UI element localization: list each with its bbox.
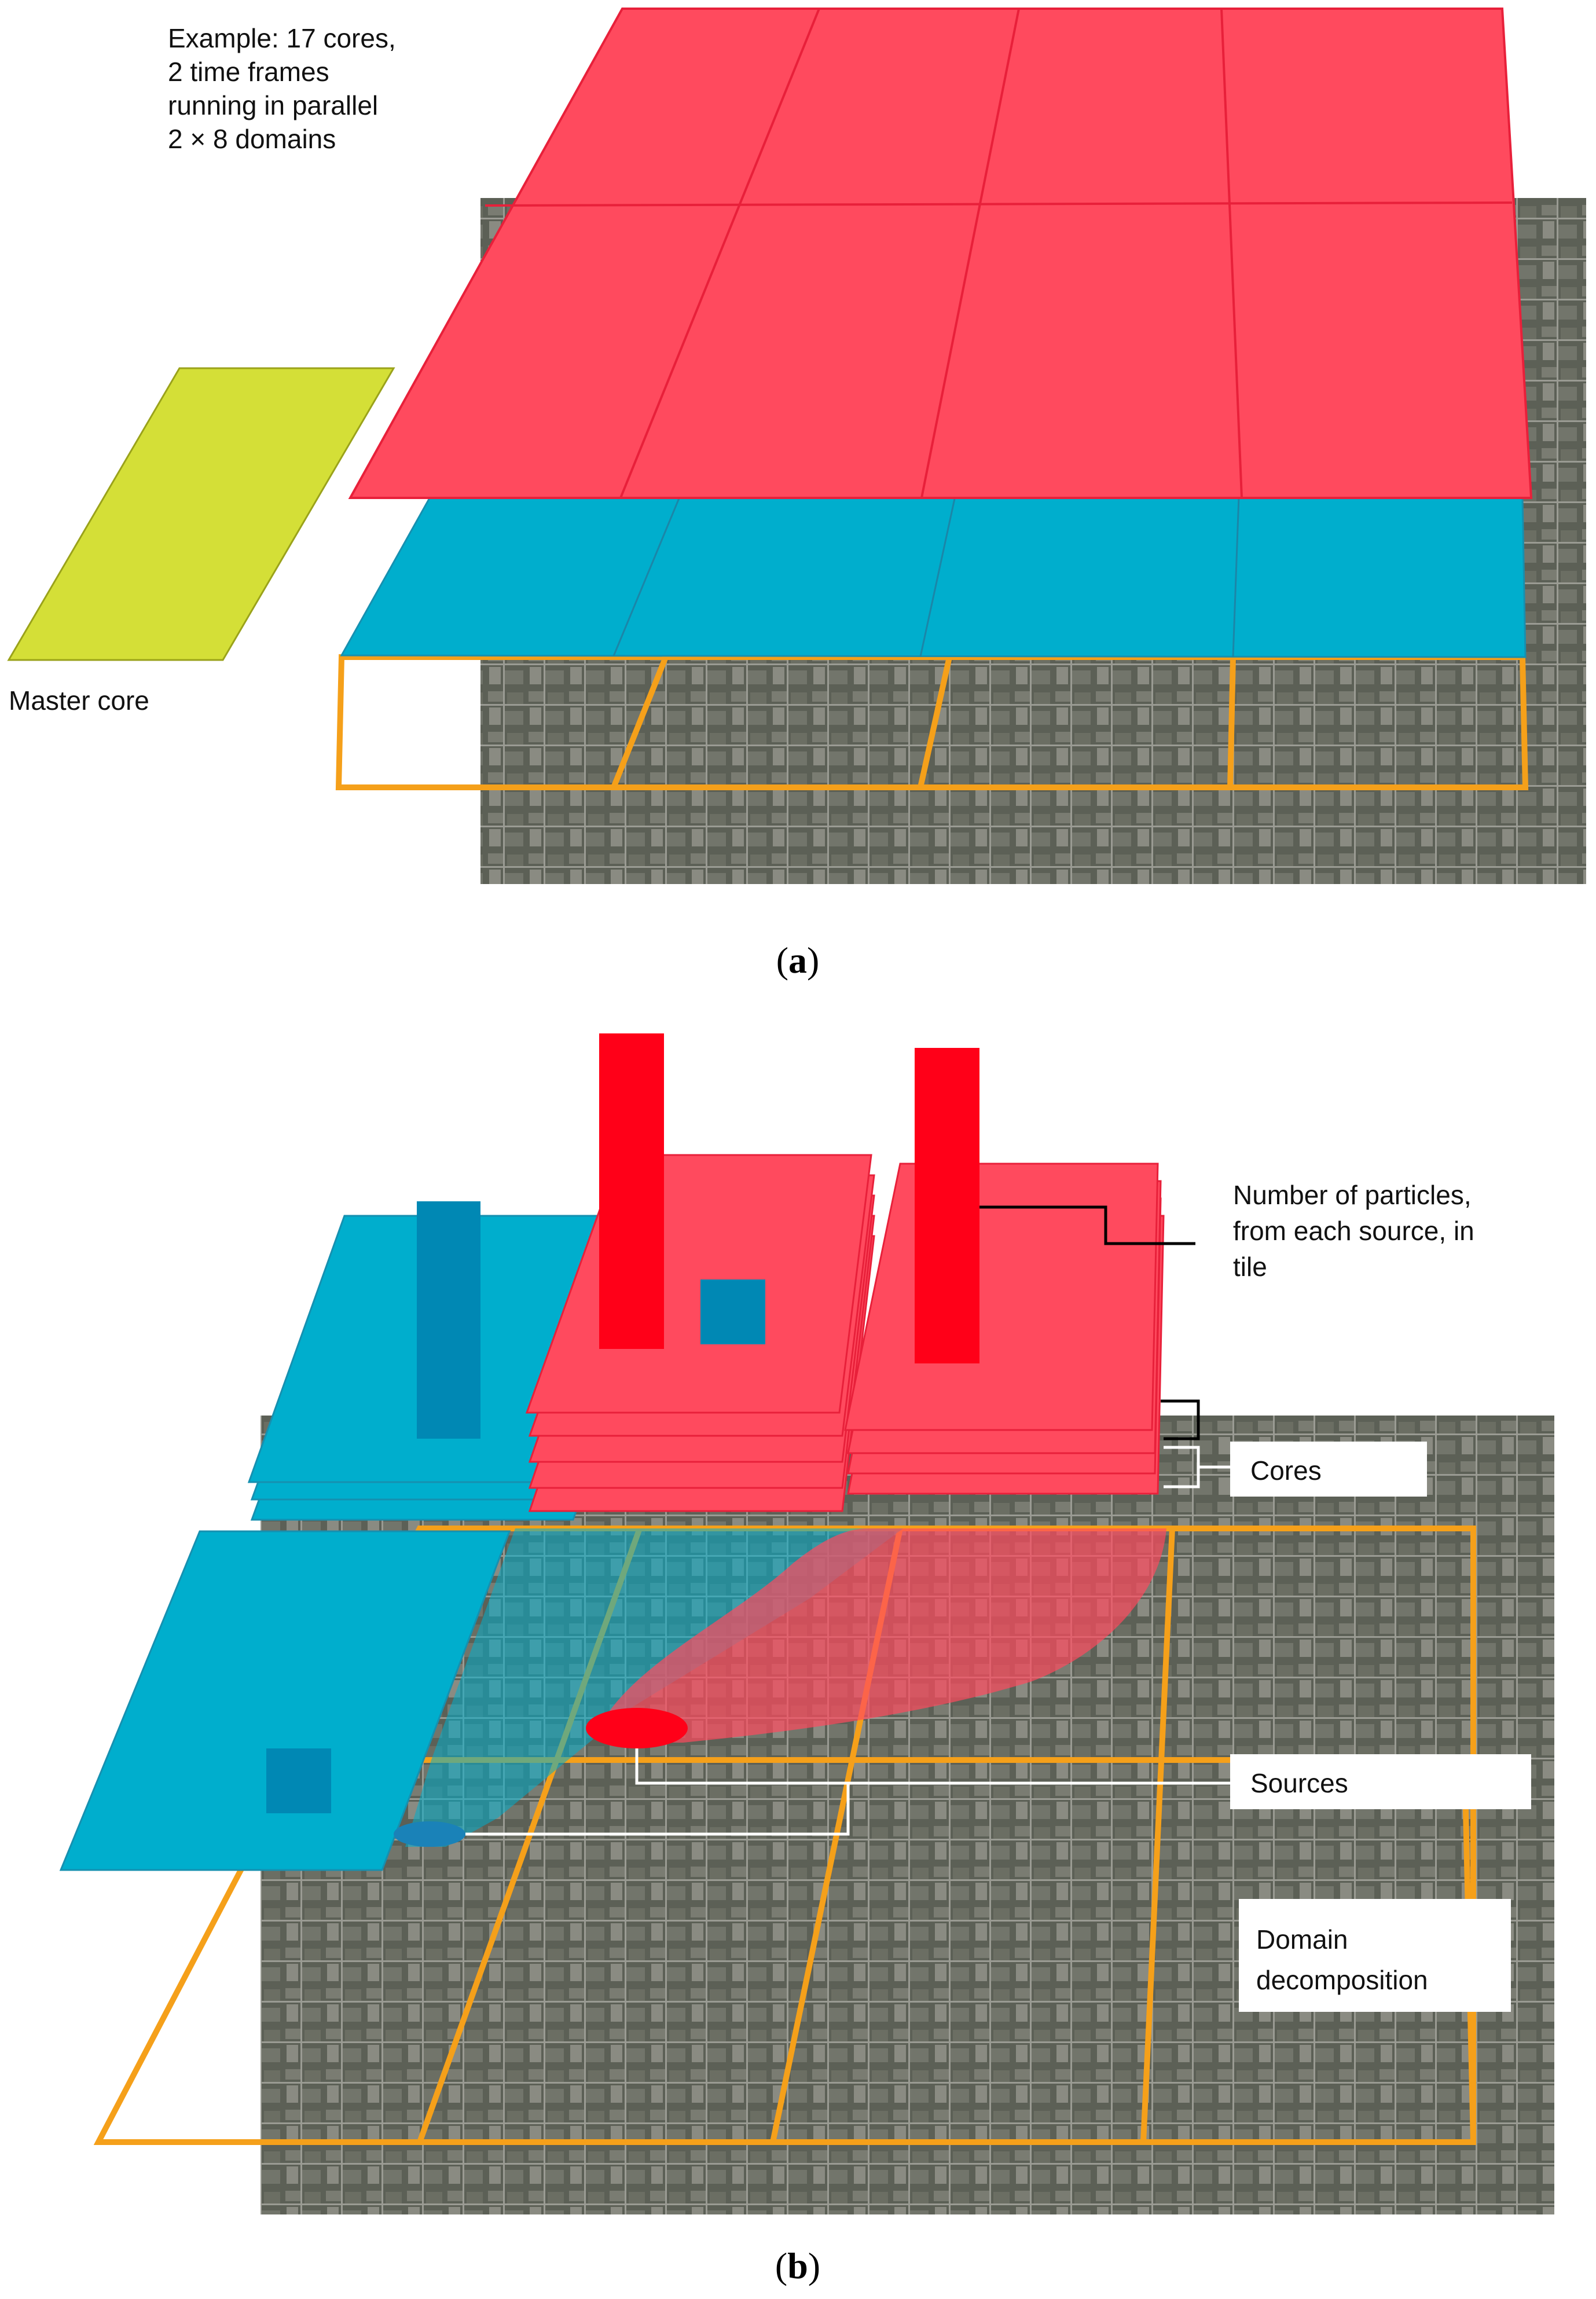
master-core-plane <box>7 367 395 661</box>
sources-label-box: Sources <box>1230 1754 1531 1809</box>
particles-line-3: tile <box>1233 1252 1267 1282</box>
example-line-1: Example: 17 cores, <box>168 23 396 53</box>
source-red <box>586 1708 688 1748</box>
particle-bar-blue <box>417 1201 480 1439</box>
particle-bar-red-right <box>915 1048 979 1363</box>
blue-core-layer-a <box>340 494 1527 658</box>
particles-line-2: from each source, in <box>1233 1216 1474 1246</box>
caption-a: (a) <box>776 940 820 981</box>
red-core-layer-a <box>348 8 1533 499</box>
blue-domain-plane <box>59 1530 511 1871</box>
particle-count-square-blue-low <box>266 1748 331 1813</box>
particle-bar-red-middle <box>599 1033 664 1349</box>
caption-b: (b) <box>775 2245 820 2286</box>
particles-line-1: Number of particles, <box>1233 1180 1472 1210</box>
sources-leader-lines <box>465 1748 1230 1836</box>
red-plume <box>596 1528 1166 1743</box>
cores-label-box: Cores <box>1230 1442 1427 1497</box>
particle-count-square-blue-in-red <box>700 1279 765 1344</box>
domain-line-2: decomposition <box>1256 1965 1428 1995</box>
panel-a: Example: 17 cores, 2 time frames running… <box>7 8 1586 981</box>
cores-bracket <box>1161 1399 1230 1488</box>
domain-label: Domain decomposition <box>1256 1924 1428 1995</box>
domain-label-box: Domain decomposition <box>1239 1899 1511 2012</box>
panel-b: Cores Sources Domain decomposition Numbe… <box>59 1033 1554 2286</box>
example-line-2: 2 time frames <box>168 57 329 87</box>
example-note: Example: 17 cores, 2 time frames running… <box>168 23 403 154</box>
example-line-4: 2 × 8 domains <box>168 124 336 154</box>
sources-label: Sources <box>1250 1768 1348 1798</box>
master-core-label: Master core <box>9 685 149 716</box>
domain-line-1: Domain <box>1256 1924 1348 1955</box>
particles-leader-line <box>979 1205 1195 1245</box>
cores-label: Cores <box>1250 1455 1322 1486</box>
particles-note: Number of particles, from each source, i… <box>1233 1180 1482 1282</box>
source-blue <box>394 1821 465 1847</box>
example-line-3: running in parallel <box>168 90 378 120</box>
red-core-stack-right <box>844 1163 1165 1495</box>
